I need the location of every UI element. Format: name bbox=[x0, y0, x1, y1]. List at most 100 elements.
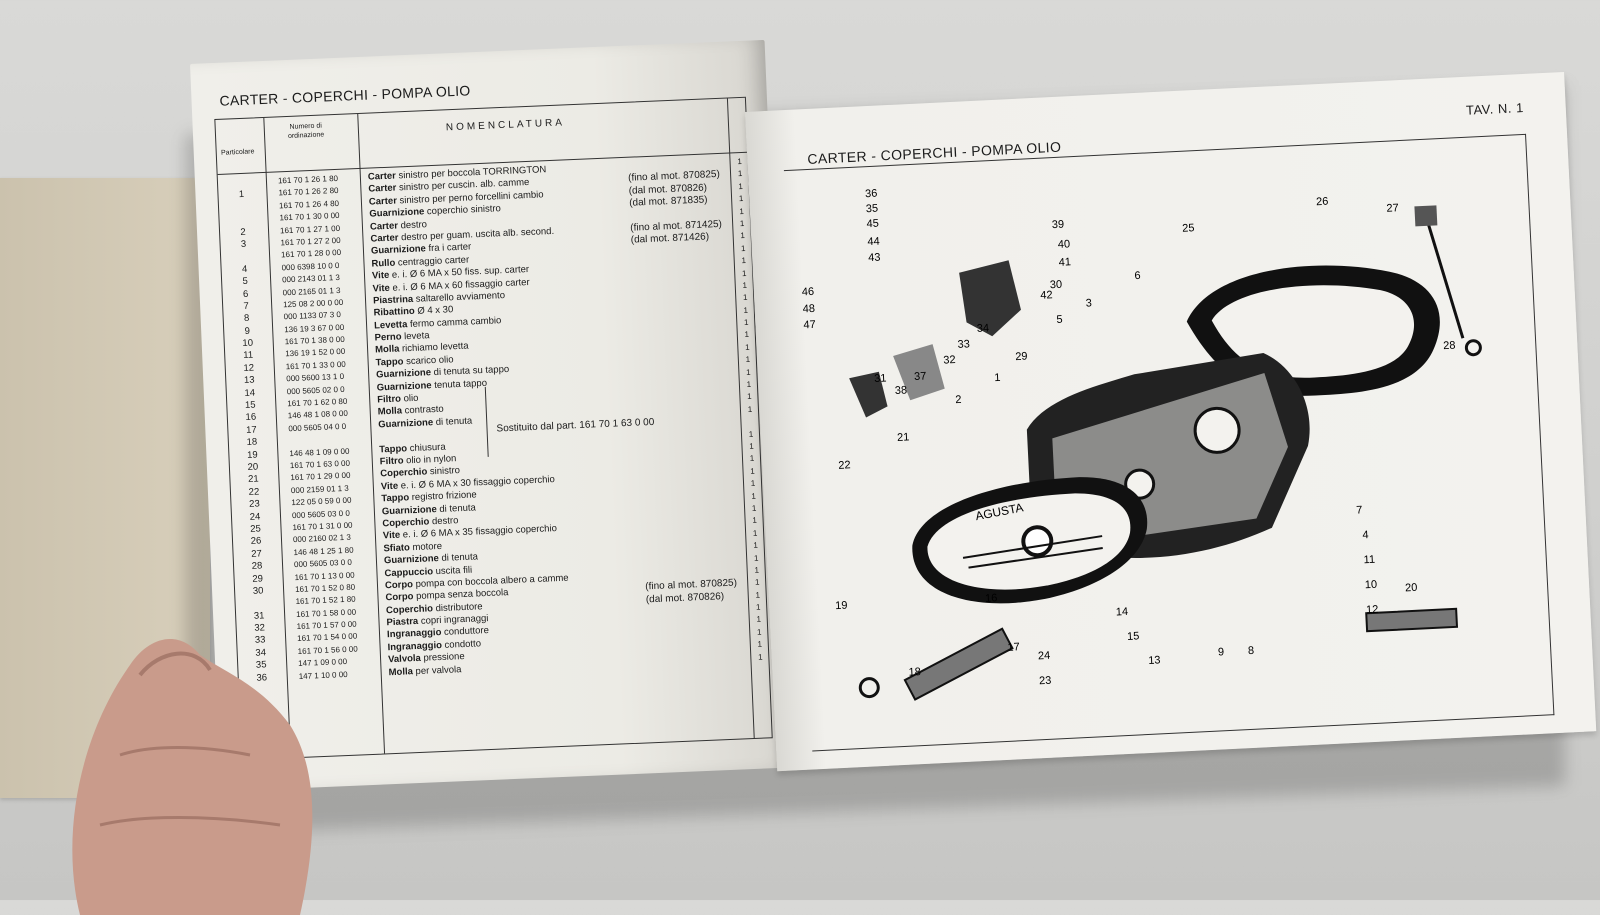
callout-number: 43 bbox=[868, 252, 881, 265]
callout-number: 30 bbox=[1050, 279, 1063, 292]
nylon-filter bbox=[1365, 607, 1459, 633]
callout-number: 3 bbox=[1085, 297, 1092, 309]
part-detail: pressione bbox=[420, 651, 465, 665]
part-name: Perno bbox=[374, 331, 402, 344]
quantity: 1 bbox=[742, 280, 748, 290]
part-name: Coperchio bbox=[380, 466, 428, 480]
part-detail: di tenuta bbox=[432, 415, 473, 428]
header-particolare: Particolare bbox=[220, 148, 255, 157]
part-name: Ingranaggio bbox=[386, 627, 442, 641]
quantity: 1 bbox=[741, 268, 747, 278]
part-name: Ribattino bbox=[373, 306, 415, 319]
part-name: Cappuccio bbox=[384, 565, 434, 579]
callout-number: 26 bbox=[1316, 196, 1329, 209]
quantity: 1 bbox=[740, 243, 746, 253]
part-name: Guarnizione bbox=[378, 416, 434, 431]
quantity: 1 bbox=[750, 478, 756, 489]
bearing-seat bbox=[1193, 406, 1241, 454]
plate-number: TAV. N. 1 bbox=[1465, 99, 1525, 118]
callout-number: 47 bbox=[803, 319, 816, 332]
part-detail: contrasto bbox=[401, 404, 444, 417]
part-name: Coperchio bbox=[385, 602, 434, 616]
oil-pump-body bbox=[959, 260, 1021, 337]
part-name: Carter bbox=[368, 195, 398, 208]
part-detail: per valvola bbox=[412, 663, 462, 677]
callout-number: 2 bbox=[955, 394, 962, 406]
part-detail: tenuta tappo bbox=[431, 377, 488, 391]
callout-number: 41 bbox=[1058, 256, 1071, 269]
part-detail: destro bbox=[429, 515, 459, 528]
part-name: Guarnizione bbox=[376, 379, 432, 394]
callout-number: 9 bbox=[1218, 646, 1225, 658]
callout-number: 24 bbox=[1038, 650, 1051, 663]
part-description: Molla per valvola bbox=[388, 664, 461, 679]
part-name: Vite bbox=[372, 282, 391, 295]
callout-number: 5 bbox=[1056, 314, 1063, 326]
quantity: 1 bbox=[744, 342, 750, 352]
part-detail: distributore bbox=[432, 600, 483, 614]
callout-number: 37 bbox=[914, 370, 927, 383]
quantity: 1 bbox=[752, 515, 758, 526]
part-name: Sfiato bbox=[383, 541, 411, 555]
part-name: Vite bbox=[380, 480, 399, 493]
callout-number: 29 bbox=[1015, 350, 1028, 363]
part-name: Rullo bbox=[371, 257, 396, 270]
callout-number: 14 bbox=[1116, 606, 1129, 619]
quantity: 1 bbox=[738, 181, 744, 191]
part-name: Carter bbox=[368, 182, 397, 196]
header-numero: Numero di ordinazione bbox=[287, 122, 325, 140]
quantity: 1 bbox=[754, 565, 760, 575]
quantity: 1 bbox=[754, 577, 760, 588]
callout-number: 11 bbox=[1363, 554, 1375, 567]
callout-number: 33 bbox=[957, 338, 970, 351]
callout-number: 22 bbox=[838, 459, 851, 472]
quantity: 1 bbox=[738, 194, 744, 204]
breather-stem bbox=[1425, 219, 1465, 339]
quantity: 1 bbox=[750, 466, 755, 476]
callout-number: 8 bbox=[1248, 645, 1255, 657]
part-detail: Ø 4 x 30 bbox=[414, 304, 454, 318]
part-name: Vite bbox=[382, 529, 401, 542]
part-name: Guarnizione bbox=[375, 367, 432, 381]
callout-number: 10 bbox=[1365, 579, 1378, 592]
part-name: Vite bbox=[371, 269, 390, 282]
callout-number: 4 bbox=[1362, 529, 1369, 541]
quantity: 1 bbox=[743, 317, 749, 328]
callout-number: 23 bbox=[1039, 675, 1052, 688]
part-name: Guarnizione bbox=[383, 553, 440, 567]
quantity: 1 bbox=[737, 156, 742, 167]
quantity: 1 bbox=[742, 293, 748, 303]
part-detail: fra i carter bbox=[425, 241, 472, 255]
part-detail: uscita fili bbox=[432, 564, 473, 577]
callout-number: 42 bbox=[1040, 289, 1053, 302]
oil-filter bbox=[903, 627, 1014, 701]
part-detail: scarico olio bbox=[403, 354, 454, 368]
part-name: Coperchio bbox=[382, 516, 430, 530]
quantity: 1 bbox=[751, 503, 757, 513]
part-detail: conduttore bbox=[441, 625, 490, 639]
callout-number: 46 bbox=[802, 286, 815, 299]
quantity bbox=[744, 416, 756, 417]
part-name: Carter bbox=[367, 170, 397, 183]
distributor-cover bbox=[849, 371, 888, 418]
part-detail: destro bbox=[397, 218, 428, 231]
callout-number: 40 bbox=[1058, 238, 1071, 251]
part-detail: sinistro bbox=[427, 465, 461, 478]
part-name: Filtro bbox=[379, 455, 404, 468]
part-detail: di tenuta bbox=[436, 501, 477, 515]
callout-number: 7 bbox=[1356, 504, 1363, 516]
part-detail: chiusura bbox=[406, 441, 446, 454]
part-name: Ingranaggio bbox=[387, 639, 443, 654]
part-name: Carter bbox=[369, 220, 399, 233]
part-name: Molla bbox=[374, 343, 400, 356]
callout-number: 35 bbox=[866, 203, 879, 216]
part-detail: olio in nylon bbox=[403, 453, 457, 467]
callout-number: 18 bbox=[908, 666, 921, 679]
callout-number: 16 bbox=[985, 592, 998, 605]
quantity: 1 bbox=[747, 392, 752, 402]
callout-number: 39 bbox=[1052, 219, 1065, 232]
quantity: 1 bbox=[743, 305, 749, 315]
quantity: 1 bbox=[746, 379, 752, 389]
callout-number: 32 bbox=[943, 354, 956, 367]
